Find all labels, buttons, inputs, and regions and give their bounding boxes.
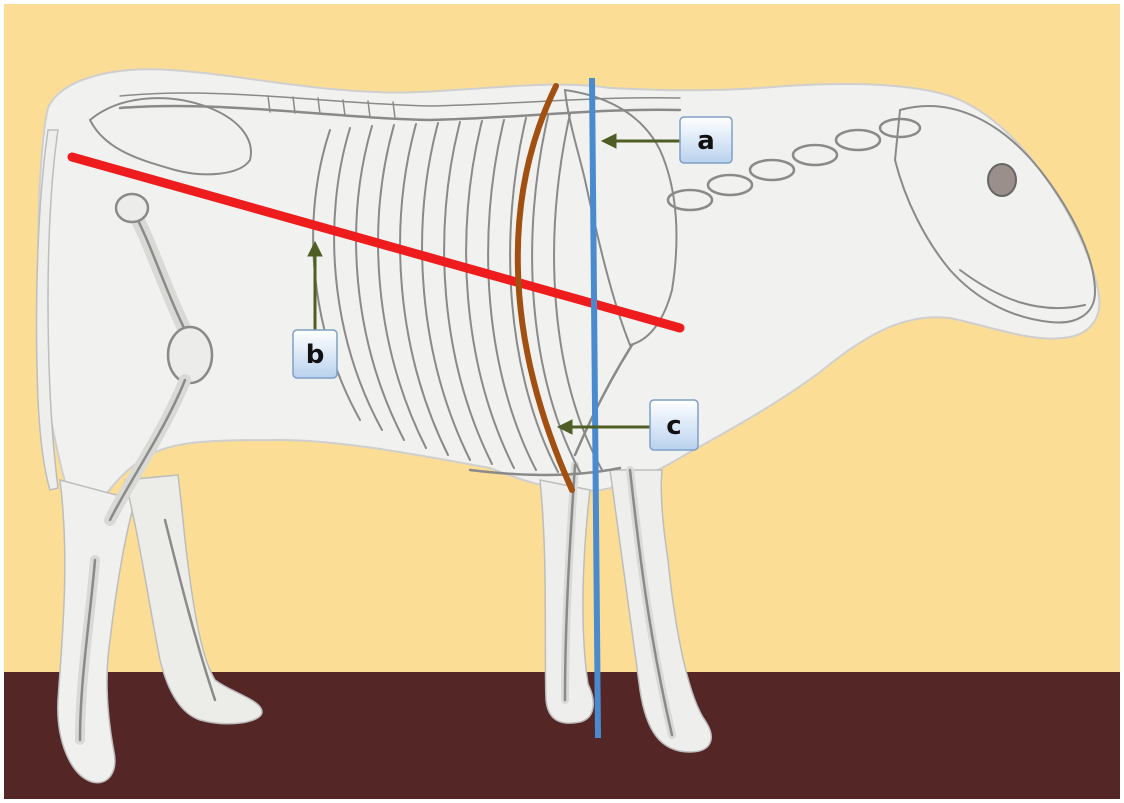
eye-socket	[988, 164, 1016, 196]
label-a: a	[680, 117, 732, 163]
label-b: b	[293, 330, 337, 378]
label-a-text: a	[697, 126, 715, 156]
stifle-joint	[168, 327, 212, 383]
label-b-text: b	[306, 340, 325, 370]
label-c: c	[650, 400, 698, 450]
hip-joint	[116, 194, 148, 222]
label-c-text: c	[666, 411, 681, 441]
